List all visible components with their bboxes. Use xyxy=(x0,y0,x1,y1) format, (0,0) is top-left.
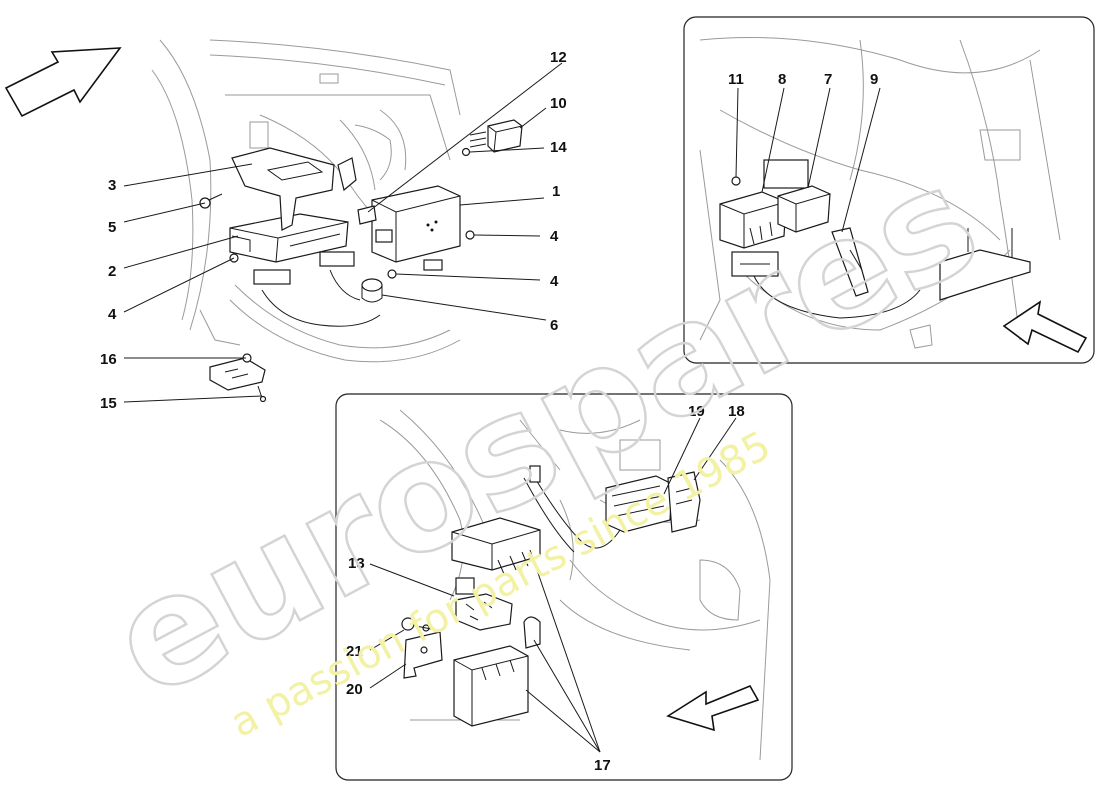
part-18-relay-holder xyxy=(667,471,701,533)
main-view: 12 10 14 1 3 5 2 4 4 4 6 16 15 xyxy=(4,39,567,412)
part-4-nut-middle xyxy=(387,269,397,279)
callout-13: 13 xyxy=(348,555,365,572)
callout-7: 7 xyxy=(824,71,832,88)
part-17-bracket xyxy=(523,616,541,649)
part-16-connector xyxy=(209,353,266,391)
callout-5: 5 xyxy=(108,219,116,236)
part-17-fuse-box xyxy=(451,517,541,575)
callout-12: 12 xyxy=(550,49,567,66)
view-arrow-top-left xyxy=(4,47,122,118)
callout-3: 3 xyxy=(108,177,116,194)
part-3-bracket xyxy=(231,147,357,231)
part-17-cover xyxy=(453,645,529,727)
leader-lines-inset-bottom xyxy=(369,417,737,753)
part-4-nut-right xyxy=(465,230,475,240)
callout-4-middle: 4 xyxy=(550,273,559,290)
inset-bottom: 19 18 13 21 20 17 xyxy=(335,393,793,781)
inset-top-right-background xyxy=(699,37,1061,349)
leader-lines-main xyxy=(123,62,563,403)
part-20-bracket xyxy=(403,631,443,679)
part-8-relay xyxy=(719,159,809,249)
callout-10: 10 xyxy=(550,95,567,112)
callout-4-left: 4 xyxy=(108,306,117,323)
part-7-relay xyxy=(777,185,831,233)
callout-2: 2 xyxy=(108,263,116,280)
callout-14: 14 xyxy=(550,139,567,156)
callout-8: 8 xyxy=(778,71,786,88)
leader-lines-inset-right xyxy=(735,87,881,233)
part-14-nut xyxy=(461,147,471,157)
part-11-nut xyxy=(731,176,741,186)
callout-19: 19 xyxy=(688,403,705,420)
part-15-screw xyxy=(257,385,267,403)
callout-18: 18 xyxy=(728,403,745,420)
callout-11: 11 xyxy=(728,71,744,88)
callout-4-right: 4 xyxy=(550,228,559,245)
callout-20: 20 xyxy=(346,681,363,698)
wiring-connectors xyxy=(253,251,443,327)
callout-9: 9 xyxy=(870,71,878,88)
inset-top-right-connector xyxy=(731,251,921,319)
inset-top-right: 11 8 7 9 xyxy=(683,16,1095,364)
part-13-relay xyxy=(455,577,513,631)
inset-bottom-harness xyxy=(523,465,621,553)
callout-6: 6 xyxy=(550,317,558,334)
callout-16: 16 xyxy=(100,351,117,368)
part-9-bracket xyxy=(831,227,869,297)
view-arrow-inset-right xyxy=(1002,300,1088,354)
callout-1: 1 xyxy=(552,183,560,200)
part-21-washer xyxy=(401,617,437,632)
callout-17: 17 xyxy=(594,757,611,774)
part-6-grommet xyxy=(361,278,383,303)
part-10-relay xyxy=(469,119,523,153)
part-2-control-unit xyxy=(229,213,349,263)
view-arrow-inset-bottom xyxy=(666,684,760,732)
callout-15: 15 xyxy=(100,395,117,412)
callout-21: 21 xyxy=(346,643,363,660)
part-12-clip xyxy=(357,205,377,225)
part-1-control-unit xyxy=(371,185,461,263)
part-19-connector xyxy=(605,475,673,533)
